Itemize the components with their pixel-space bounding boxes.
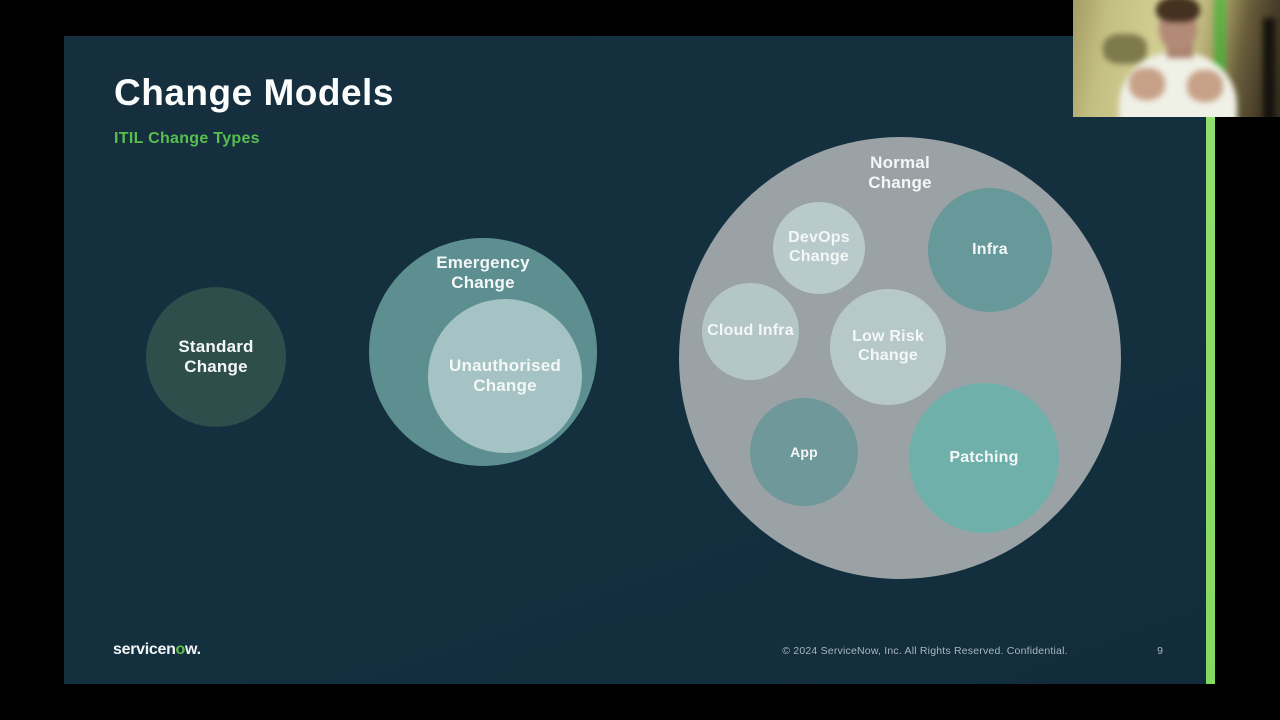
slide-title: Change Models	[114, 72, 394, 113]
circle-normal-change-label: Normal Change	[868, 153, 932, 193]
circle-low-risk-change: Low Risk Change	[830, 289, 946, 405]
servicenow-logo-part1: servicen	[113, 641, 176, 658]
circle-patching: Patching	[909, 383, 1059, 533]
servicenow-logo-part3: w.	[185, 641, 201, 658]
circle-app-label: App	[790, 443, 818, 460]
circle-low-risk-change-label: Low Risk Change	[852, 328, 924, 364]
presenter-right-hand	[1187, 70, 1223, 102]
slide-subtitle: ITIL Change Types	[114, 130, 260, 147]
circle-cloud-infra: Cloud Infra	[702, 283, 799, 380]
circle-patching-label: Patching	[949, 448, 1019, 466]
circle-unauthorised-change: Unauthorised Change	[428, 299, 582, 453]
servicenow-logo: servicenow.	[113, 641, 201, 659]
circle-standard-change-label: Standard Change	[178, 336, 254, 376]
circle-infra-label: Infra	[972, 240, 1008, 258]
servicenow-logo-green-o: o	[175, 641, 186, 658]
presenter-hair	[1156, 0, 1200, 22]
slide-accent-bar	[1206, 117, 1215, 684]
circle-emergency-change-label: Emergency Change	[436, 253, 530, 293]
webcam-dark-doorframe	[1263, 18, 1275, 117]
circle-standard-change: Standard Change	[146, 287, 286, 427]
presenter-left-hand	[1129, 68, 1165, 100]
copyright-text: © 2024 ServiceNow, Inc. All Rights Reser…	[782, 645, 1068, 657]
circle-cloud-infra-label: Cloud Infra	[707, 322, 794, 340]
webcam-video-content	[1073, 0, 1280, 117]
circle-app: App	[750, 398, 858, 506]
circle-devops-change-label: DevOps Change	[788, 229, 850, 265]
circle-devops-change: DevOps Change	[773, 202, 865, 294]
circle-unauthorised-change-label: Unauthorised Change	[449, 355, 561, 395]
circle-infra: Infra	[928, 188, 1052, 312]
webcam-wall-picture	[1103, 34, 1147, 64]
page-number: 9	[1157, 645, 1163, 657]
webcam-video	[1073, 0, 1280, 117]
